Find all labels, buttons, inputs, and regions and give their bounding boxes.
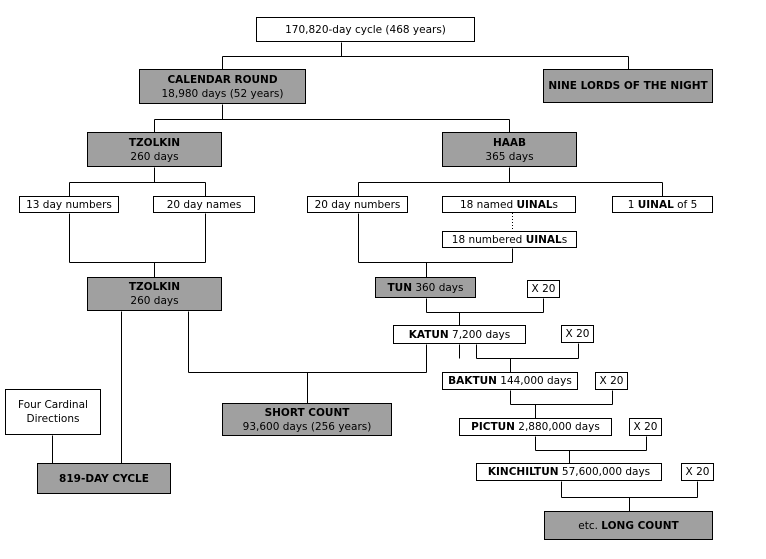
baktun-bold: BAKTUN — [448, 375, 497, 387]
node-calendar-round-title: CALENDAR ROUND — [167, 73, 278, 86]
node-13-day-numbers: 13 day numbers — [19, 196, 119, 213]
one-uinal-post: of 5 — [673, 198, 698, 211]
node-20-day-numbers: 20 day numbers — [307, 196, 408, 213]
node-x20-baktun: X 20 — [595, 372, 628, 390]
node-kinchiltun: KINCHILTUN 57,600,000 days — [476, 463, 662, 481]
node-20-day-names-text: 20 day names — [166, 198, 242, 211]
pictun-rest: 2,880,000 days — [514, 421, 600, 433]
long-count-bold: LONG COUNT — [601, 519, 679, 532]
node-tzolkin-mid-sub: 260 days — [130, 295, 179, 307]
node-pictun-text: PICTUN 2,880,000 days — [471, 420, 600, 434]
node-13-day-numbers-text: 13 day numbers — [26, 198, 112, 211]
node-calendar-round: CALENDAR ROUND 18,980 days (52 years) — [139, 69, 306, 104]
katun-bold: KATUN — [408, 328, 449, 341]
node-named-uinals-text: 18 named UINALs — [460, 198, 558, 212]
node-numbered-uinals: 18 numbered UINALs — [442, 231, 577, 248]
x20-kinchiltun-text: X 20 — [685, 466, 710, 478]
long-count-pre: etc. — [578, 519, 602, 532]
numbered-uinals-pre: 18 numbered — [451, 233, 526, 246]
node-long-count: etc. LONG COUNT — [544, 511, 713, 540]
named-uinals-pre: 18 named — [459, 198, 517, 211]
node-tzolkin-top: TZOLKIN 260 days — [87, 132, 222, 167]
node-haab-sub: 365 days — [485, 150, 534, 163]
node-numbered-uinals-text: 18 numbered UINALs — [452, 233, 567, 247]
node-kinchiltun-text: KINCHILTUN 57,600,000 days — [488, 465, 650, 479]
node-x20-tun: X 20 — [527, 280, 560, 298]
node-katun-text: KATUN 7,200 days — [409, 328, 510, 342]
named-uinals-bold: UINAL — [516, 198, 553, 211]
node-tzolkin-top-sub: 260 days — [130, 150, 179, 163]
node-x20-pictun: X 20 — [629, 418, 662, 436]
node-tun-text: TUN 360 days — [388, 281, 464, 295]
node-baktun: BAKTUN 144,000 days — [442, 372, 578, 390]
node-20-day-names: 20 day names — [153, 196, 255, 213]
node-nine-lords: NINE LORDS OF THE NIGHT — [543, 69, 713, 103]
one-uinal-pre: 1 — [627, 198, 638, 211]
node-tzolkin-mid: TZOLKIN 260 days — [87, 277, 222, 311]
node-one-uinal-text: 1 UINAL of 5 — [628, 198, 698, 212]
tun-rest: 360 days — [411, 281, 464, 294]
node-tun: TUN 360 days — [375, 277, 476, 298]
numbered-uinals-post: s — [561, 233, 568, 246]
x20-baktun-text: X 20 — [599, 375, 624, 387]
one-uinal-bold: UINAL — [637, 198, 674, 211]
node-x20-kinchiltun: X 20 — [681, 463, 714, 481]
x20-katun-text: X 20 — [565, 328, 590, 340]
node-four-directions: Four Cardinal Directions — [5, 389, 101, 435]
node-katun: KATUN 7,200 days — [393, 325, 526, 344]
node-calendar-round-sub: 18,980 days (52 years) — [161, 87, 284, 100]
named-uinals-post: s — [552, 198, 558, 211]
node-one-uinal: 1 UINAL of 5 — [612, 196, 713, 213]
x20-tun-text: X 20 — [531, 283, 556, 295]
kinchiltun-bold: KINCHILTUN — [487, 466, 559, 478]
node-cycle-text: 170,820-day cycle (468 years) — [285, 23, 446, 36]
node-x20-katun: X 20 — [561, 325, 594, 343]
node-short-count: SHORT COUNT 93,600 days (256 years) — [222, 403, 392, 436]
node-20-day-numbers-text: 20 day numbers — [314, 198, 401, 211]
node-cycle: 170,820-day cycle (468 years) — [256, 17, 475, 42]
tun-bold: TUN — [387, 281, 412, 294]
node-haab-title: HAAB — [492, 136, 527, 149]
node-pictun: PICTUN 2,880,000 days — [459, 418, 612, 436]
node-long-count-text: etc. LONG COUNT — [578, 519, 678, 533]
pictun-bold: PICTUN — [471, 421, 515, 433]
node-tzolkin-mid-title: TZOLKIN — [128, 281, 181, 293]
node-819-day-cycle: 819-DAY CYCLE — [37, 463, 171, 494]
node-short-count-sub: 93,600 days (256 years) — [242, 420, 372, 433]
baktun-rest: 144,000 days — [496, 375, 572, 387]
katun-rest: 7,200 days — [448, 328, 511, 341]
kinchiltun-rest: 57,600,000 days — [558, 466, 651, 478]
x20-pictun-text: X 20 — [633, 421, 658, 433]
node-haab: HAAB 365 days — [442, 132, 577, 167]
node-named-uinals: 18 named UINALs — [442, 196, 576, 213]
numbered-uinals-bold: UINAL — [525, 233, 562, 246]
node-819-day-cycle-title: 819-DAY CYCLE — [59, 472, 149, 485]
four-directions-line2: Directions — [26, 413, 80, 425]
node-nine-lords-title: NINE LORDS OF THE NIGHT — [548, 80, 708, 92]
four-directions-line1: Four Cardinal — [18, 399, 88, 411]
node-short-count-title: SHORT COUNT — [264, 406, 350, 419]
node-baktun-text: BAKTUN 144,000 days — [448, 374, 572, 388]
node-tzolkin-top-title: TZOLKIN — [128, 136, 181, 149]
